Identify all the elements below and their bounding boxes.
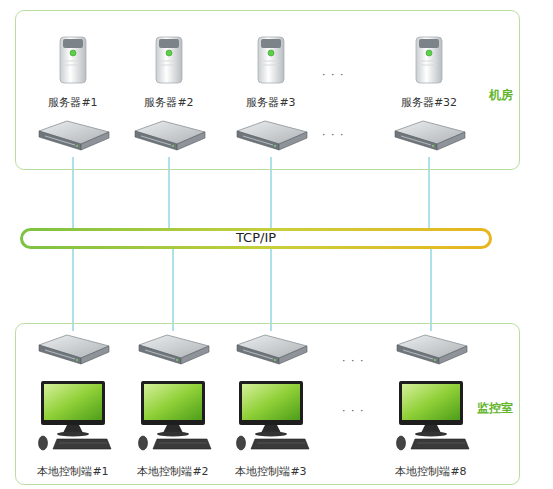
- control-terminal: 本地控制端#3: [221, 331, 321, 481]
- ellipsis-mark: · · ·: [322, 68, 344, 81]
- network-link: [431, 249, 432, 331]
- server-unit: 服务器#2: [129, 33, 209, 157]
- kvm-extender: [395, 333, 469, 367]
- network-link: [173, 249, 174, 331]
- ellipsis-mark: · · ·: [342, 404, 364, 417]
- ellipsis-mark: · · ·: [322, 128, 344, 141]
- device-label: 服务器#32: [389, 95, 469, 110]
- network-link: [271, 157, 272, 228]
- kvm-extender: [37, 333, 111, 367]
- network-bus: TCP/IP: [20, 228, 492, 249]
- monitor-workstation: [221, 381, 321, 461]
- room-region: 服务器#1 服务器#2 服务器#3 服务器#32 机房: [15, 10, 520, 170]
- control-terminal: 本地控制端#2: [123, 331, 223, 481]
- room-name: 监控室: [477, 400, 513, 417]
- network-link: [73, 249, 74, 331]
- server-tower: [413, 35, 445, 85]
- network-link: [169, 157, 170, 228]
- kvm-extender: [235, 119, 309, 153]
- monitor-workstation: [123, 381, 223, 461]
- device-label: 服务器#2: [129, 95, 209, 110]
- monitor-workstation: [23, 381, 123, 461]
- device-label: 本地控制端#8: [371, 464, 491, 479]
- server-unit: 服务器#32: [389, 33, 469, 157]
- kvm-extender: [37, 119, 111, 153]
- server-tower: [57, 35, 89, 85]
- device-label: 本地控制端#1: [13, 464, 133, 479]
- device-label: 服务器#3: [231, 95, 311, 110]
- network-link: [429, 157, 430, 228]
- kvm-extender: [393, 119, 467, 153]
- network-link: [271, 249, 272, 331]
- server-tower: [255, 35, 287, 85]
- device-label: 服务器#1: [33, 95, 113, 110]
- server-unit: 服务器#3: [231, 33, 311, 157]
- network-link: [73, 157, 74, 228]
- kvm-extender: [137, 333, 211, 367]
- ellipsis-mark: · · ·: [342, 354, 364, 367]
- control-terminal: 本地控制端#1: [23, 331, 123, 481]
- room-name: 机房: [489, 87, 513, 104]
- kvm-extender: [133, 119, 207, 153]
- room-region: 本地控制端#1本地控制端#2本地控制端#3本地控制端#8监控室: [15, 323, 520, 485]
- server-tower: [153, 35, 185, 85]
- device-label: 本地控制端#3: [211, 464, 331, 479]
- monitor-workstation: [381, 381, 481, 461]
- kvm-extender: [235, 333, 309, 367]
- device-label: 本地控制端#2: [113, 464, 233, 479]
- network-name: TCP/IP: [20, 230, 492, 245]
- control-terminal: 本地控制端#8: [381, 331, 481, 481]
- server-unit: 服务器#1: [33, 33, 113, 157]
